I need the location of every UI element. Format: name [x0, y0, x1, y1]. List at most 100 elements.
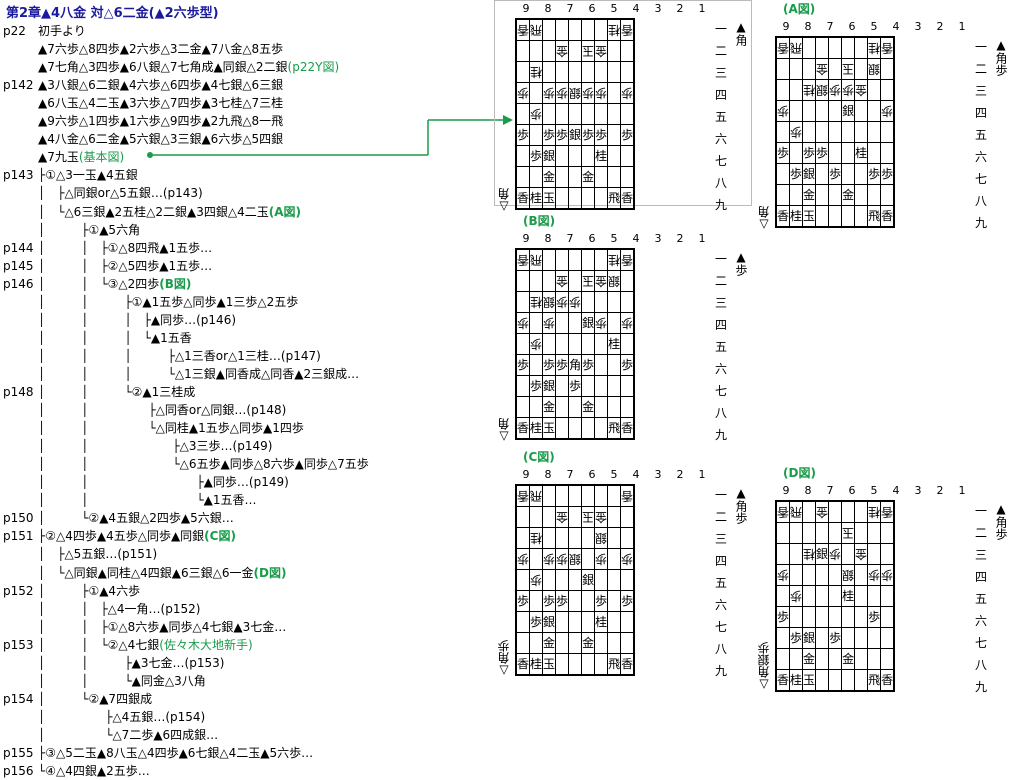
- board-square: 歩: [828, 79, 843, 101]
- sente-piece: 歩: [543, 594, 556, 608]
- diagram-ref: (A図): [268, 204, 302, 219]
- gote-piece: 歩: [556, 552, 569, 566]
- board-square: 金: [815, 58, 830, 80]
- board-square: [568, 187, 583, 210]
- move-text: │ │ ├①▲1五歩△同歩▲1三歩△2五歩: [38, 294, 299, 309]
- board-square: 歩: [828, 627, 843, 649]
- board-square: [841, 606, 856, 628]
- rank-label: 七: [715, 620, 728, 634]
- board-square: 桂: [789, 205, 804, 228]
- board-square: 香: [880, 669, 895, 692]
- gote-piece: 銀: [569, 552, 582, 566]
- file-label: 7: [566, 2, 574, 15]
- board-square: [581, 527, 596, 549]
- gote-piece: 桂: [608, 23, 621, 37]
- board-square: [555, 632, 570, 654]
- file-label: 4: [892, 20, 900, 33]
- board-square: [802, 564, 817, 586]
- board-square: [802, 585, 817, 607]
- board-square: [854, 205, 869, 228]
- board-square: 銀: [581, 312, 596, 334]
- board-square: [815, 184, 830, 206]
- gote-piece: 歩: [530, 107, 543, 121]
- board-square: [555, 653, 570, 676]
- board-square: 桂: [607, 18, 622, 41]
- board-square: [828, 36, 843, 59]
- board-square: 玉: [581, 40, 596, 62]
- gote-piece: 歩: [777, 568, 790, 582]
- board-square: 歩: [775, 564, 790, 586]
- board-square: [880, 58, 895, 80]
- rank-label: 三: [975, 84, 988, 98]
- sente-piece: 歩: [868, 610, 881, 624]
- board-square: 金: [581, 632, 596, 654]
- board-square: [529, 124, 544, 146]
- board-square: 金: [594, 40, 609, 62]
- gote-piece: 歩: [829, 547, 842, 561]
- board-square: 金: [854, 543, 869, 565]
- rank-label: 六: [715, 132, 728, 146]
- board-label: (B図): [523, 214, 556, 228]
- file-label: 6: [588, 468, 596, 481]
- board-grid: 香飛桂香金玉金銀桂銀歩歩歩歩銀歩歩歩桂歩歩歩角歩歩歩銀歩金金香桂玉飛香: [515, 248, 636, 440]
- board-square: [815, 163, 830, 185]
- board-square: [854, 669, 869, 692]
- board-square: 飛: [529, 248, 544, 271]
- board-square: [607, 145, 622, 167]
- board-square: [802, 606, 817, 628]
- move-text: │ │ ├△4一角…(p152): [38, 601, 201, 616]
- board-square: [620, 396, 635, 418]
- board-square: [568, 61, 583, 83]
- board-square: [802, 522, 817, 544]
- board-square: [607, 396, 622, 418]
- board-square: 歩: [542, 548, 557, 570]
- move-text: ▲7七角△3四歩▲6八銀△7七角成▲同銀△2二銀: [38, 60, 288, 75]
- board-square: [607, 590, 622, 612]
- move-sequence: │ ├△5五銀…(p151): [38, 545, 157, 563]
- rank-label: 三: [715, 296, 728, 310]
- board-square: [880, 585, 895, 607]
- sente-piece: 歩: [556, 358, 569, 372]
- board-square: [789, 142, 804, 164]
- file-label: 5: [610, 232, 618, 245]
- board-square: [789, 606, 804, 628]
- board-square: [529, 354, 544, 376]
- board-square: 歩: [880, 100, 895, 122]
- board-square: [555, 312, 570, 334]
- rank-label: 六: [975, 150, 988, 164]
- move-sequence: ▲9六歩△1四歩▲1六歩△9四歩▲2九飛△8一飛: [38, 112, 283, 130]
- sente-piece: 桂: [530, 421, 543, 435]
- gote-piece: 桂: [530, 65, 543, 79]
- board-label: (A図): [783, 2, 816, 16]
- board-square: 歩: [802, 142, 817, 164]
- board-square: 歩: [828, 543, 843, 565]
- board-square: [620, 632, 635, 654]
- gote-piece: 飛: [530, 489, 543, 503]
- board-square: 歩: [620, 548, 635, 570]
- move-sequence: │ │ ├▲3七金…(p153): [38, 654, 224, 672]
- file-label: 1: [698, 2, 706, 15]
- board-square: 金: [594, 270, 609, 292]
- sente-piece: 玉: [543, 421, 556, 435]
- board-square: [841, 543, 856, 565]
- board-square: [607, 40, 622, 62]
- file-label: 3: [654, 232, 662, 245]
- board-square: [568, 18, 583, 41]
- gote-hand: △角: [497, 188, 511, 214]
- page-ref: p142: [3, 78, 34, 93]
- sente-piece: 歩: [517, 594, 530, 608]
- page-ref: p148: [3, 385, 34, 399]
- sente-piece: 歩: [595, 594, 608, 608]
- board-square: 飛: [789, 500, 804, 523]
- gote-piece: 歩: [621, 552, 634, 566]
- board-square: [542, 527, 557, 549]
- gote-piece: 香: [621, 489, 634, 503]
- board-square: [515, 270, 530, 292]
- move-sequence: │ │ ├①△8六歩▲同歩△4七銀▲3七金…: [38, 618, 286, 636]
- sente-piece: 銀: [582, 573, 595, 587]
- sente-piece: 歩: [543, 358, 556, 372]
- board-square: 桂: [594, 611, 609, 633]
- move-text: │ └△同銀▲同桂△4四銀▲6三銀△6一金: [38, 565, 254, 580]
